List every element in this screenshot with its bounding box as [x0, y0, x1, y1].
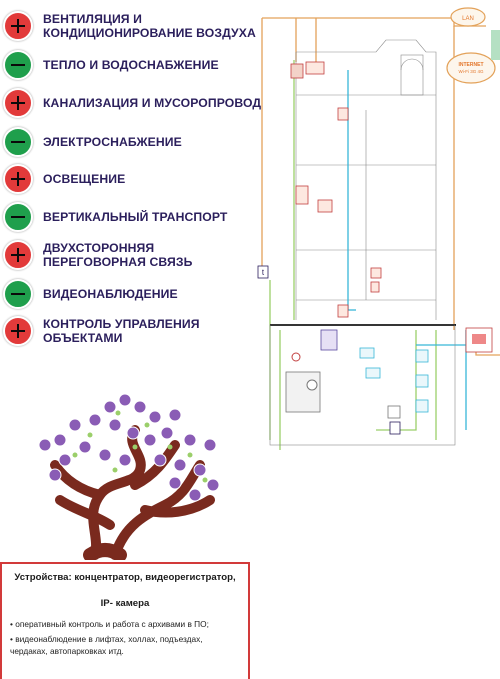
info-subtitle: IP- камера — [100, 598, 150, 609]
menu-item-vertical-transport[interactable]: ВЕРТИКАЛЬНЫЙ ТРАНСПОРТ — [0, 202, 227, 232]
basement-outline — [269, 324, 456, 446]
side-badge — [491, 30, 500, 60]
menu-item-sewerage[interactable]: КАНАЛИЗАЦИЯ И МУСОРОПРОВОД — [0, 88, 261, 118]
status-toggle-icon[interactable] — [3, 88, 33, 118]
camera-icon — [317, 199, 333, 213]
svg-text:Wi-Fi 3G 4G: Wi-Fi 3G 4G — [458, 69, 484, 74]
status-toggle-icon[interactable] — [3, 316, 33, 346]
tree-flowers — [38, 393, 220, 502]
internet-cloud-icon: INTERNET Wi-Fi 3G 4G — [446, 52, 496, 84]
building-outline — [295, 39, 437, 320]
menu-item-label: ЭЛЕКТРОСНАБЖЕНИЕ — [43, 135, 182, 149]
info-title: Устройства: концентратор, видеорегистрат… — [14, 572, 236, 583]
hub-icon — [337, 107, 349, 121]
menu-item-label: ТЕПЛО И ВОДОСНАБЖЕНИЕ — [43, 58, 219, 72]
green-cables — [269, 60, 437, 450]
info-bullet: видеонаблюдение в лифтах, холлах, подъез… — [10, 633, 240, 657]
menu-item-lighting[interactable]: ОСВЕЩЕНИЕ — [0, 164, 125, 194]
info-bullet: оперативный контроль и работа с архивами… — [10, 618, 240, 630]
status-toggle-icon[interactable] — [3, 240, 33, 270]
boiler-icon — [285, 371, 321, 413]
status-toggle-icon[interactable] — [3, 50, 33, 80]
hub-icon — [337, 304, 349, 318]
handset-icon — [389, 421, 401, 435]
menu-item-label: ОСВЕЩЕНИЕ — [43, 172, 126, 186]
video-surveillance-info-box: Устройства: концентратор, видеорегистрат… — [0, 562, 250, 679]
phone-icon — [370, 281, 380, 293]
tree-leaves — [72, 410, 208, 483]
tree-trunk — [50, 425, 215, 560]
handset-icon: t — [257, 265, 269, 279]
tree-illustration — [38, 393, 220, 560]
elevator-icon — [295, 185, 309, 205]
building-schematic-diagram: LAN INTERNET Wi-Fi 3G 4G — [257, 7, 500, 450]
menu-item-heat-water[interactable]: ТЕПЛО И ВОДОСНАБЖЕНИЕ — [0, 50, 219, 80]
lan-cloud-icon: LAN — [450, 7, 486, 27]
menu-item-power[interactable]: ЭЛЕКТРОСНАБЖЕНИЕ — [0, 127, 182, 157]
menu-item-label: ВИДЕОНАБЛЮДЕНИЕ — [43, 287, 178, 301]
svg-text:t: t — [262, 268, 265, 277]
status-toggle-icon[interactable] — [3, 164, 33, 194]
info-bullet-list: оперативный контроль и работа с архивами… — [10, 618, 240, 657]
server-rack-icon — [320, 329, 338, 351]
menu-item-label: ВЕРТИКАЛЬНЫЙ ТРАНСПОРТ — [43, 210, 228, 224]
monitor-screen — [472, 334, 486, 344]
lan-label: LAN — [462, 16, 474, 22]
server-icon — [305, 61, 325, 75]
speaker-icon — [370, 267, 382, 279]
status-toggle-icon[interactable] — [3, 279, 33, 309]
device-icons — [290, 61, 493, 353]
svg-text:INTERNET: INTERNET — [459, 62, 484, 68]
status-toggle-icon[interactable] — [3, 127, 33, 157]
status-toggle-icon[interactable] — [3, 11, 33, 41]
menu-item-label: КАНАЛИЗАЦИЯ И МУСОРОПРОВОД — [43, 96, 262, 110]
status-toggle-icon[interactable] — [3, 202, 33, 232]
controller-icon — [290, 63, 304, 79]
menu-item-video-surveillance[interactable]: ВИДЕОНАБЛЮДЕНИЕ — [0, 279, 178, 309]
